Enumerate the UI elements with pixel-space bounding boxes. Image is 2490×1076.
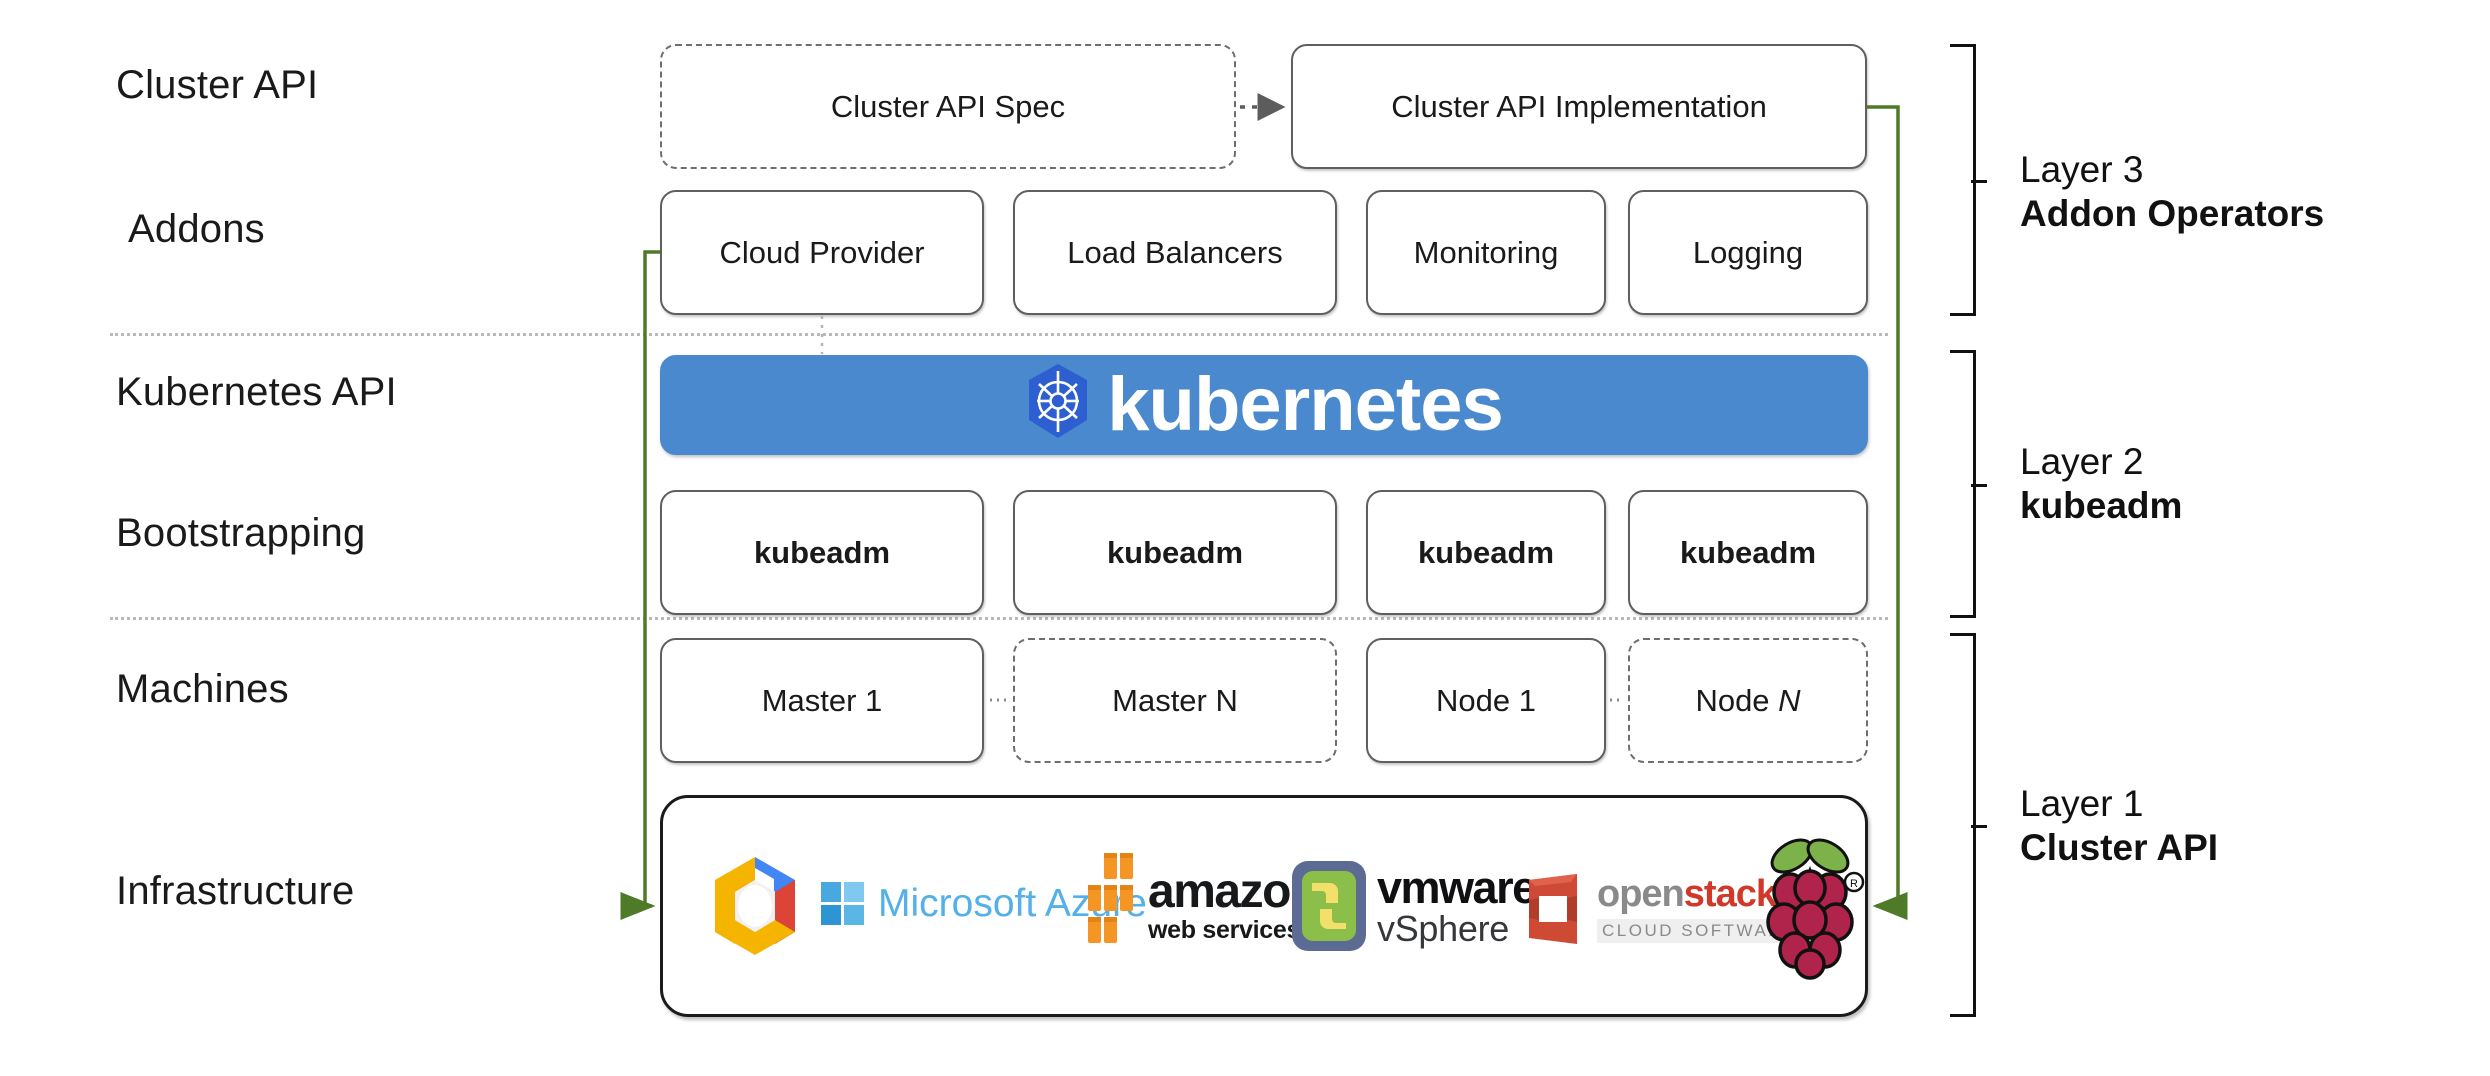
box-kubeadm-3[interactable]: kubeadm xyxy=(1366,490,1606,615)
kubernetes-helm-wheel-icon xyxy=(1025,362,1091,448)
box-cluster-api-implementation[interactable]: Cluster API Implementation xyxy=(1291,44,1867,169)
vsphere-sublabel: vSphere xyxy=(1377,907,1509,949)
amazon-sublabel: web services xyxy=(1148,915,1301,944)
layer-1-text: Layer 1 Cluster API xyxy=(2020,782,2218,869)
box-cluster-api-spec[interactable]: Cluster API Spec xyxy=(660,44,1236,169)
box-kubeadm-2[interactable]: kubeadm xyxy=(1013,490,1337,615)
bracket-layer-3 xyxy=(1950,44,1987,316)
box-addon-load-balancers[interactable]: Load Balancers xyxy=(1013,190,1337,315)
box-addon-monitoring[interactable]: Monitoring xyxy=(1366,190,1606,315)
layer-3-name: Addon Operators xyxy=(2020,192,2325,234)
box-machine-node-1[interactable]: Node 1 xyxy=(1366,638,1606,763)
layer-2-text: Layer 2 kubeadm xyxy=(2020,440,2182,527)
box-machine-master-1[interactable]: Master 1 xyxy=(660,638,984,763)
bracket-layer-2 xyxy=(1950,350,1987,618)
box-kubeadm-1[interactable]: kubeadm xyxy=(660,490,984,615)
layer-3-number: Layer 3 xyxy=(2020,149,2144,190)
row-label-infrastructure: Infrastructure xyxy=(116,869,355,913)
row-label-bootstrapping: Bootstrapping xyxy=(116,511,366,555)
row-label-addons: Addons xyxy=(128,207,265,251)
row-label-cluster-api: Cluster API xyxy=(116,63,319,107)
layer-2-name: kubeadm xyxy=(2020,484,2183,526)
row-label-machines: Machines xyxy=(116,667,289,711)
box-addon-cloud-provider[interactable]: Cloud Provider xyxy=(660,190,984,315)
box-addon-logging[interactable]: Logging xyxy=(1628,190,1868,315)
layer-2-number: Layer 2 xyxy=(2020,441,2144,482)
connector-implementation-to-infrastructure xyxy=(1867,105,1908,920)
openstack-sublabel: CLOUD SOFTWARE xyxy=(1597,919,1802,943)
machine-node-n-italic-n: N xyxy=(1778,682,1801,718)
vmware-label: vmware xyxy=(1377,861,1537,913)
separator-bootstrapping-machines xyxy=(110,617,1888,620)
box-machine-master-n[interactable]: Master N xyxy=(1013,638,1337,763)
raspberry-pi-logo: R xyxy=(1750,830,1870,982)
layer-3-text: Layer 3 Addon Operators xyxy=(2020,148,2324,235)
vmware-vsphere-logo: vmware vSphere xyxy=(1288,856,1537,956)
box-machine-node-n[interactable]: Node N xyxy=(1628,638,1868,763)
kubernetes-wordmark: kubernetes xyxy=(1107,362,1503,447)
connector-cloud-provider-to-infrastructure xyxy=(620,250,660,920)
amazon-web-services-logo: amazon web services xyxy=(1082,845,1319,965)
openstack-logo: openstack™ CLOUD SOFTWARE xyxy=(1519,864,1802,954)
box-kubeadm-4[interactable]: kubeadm xyxy=(1628,490,1868,615)
box-kubernetes[interactable]: kubernetes xyxy=(660,355,1868,455)
row-label-kubernetes-api: Kubernetes API xyxy=(116,370,397,414)
separator-addons-kubernetes xyxy=(110,333,1888,336)
google-cloud-platform-logo xyxy=(700,851,810,961)
layer-1-name: Cluster API xyxy=(2020,826,2219,868)
microsoft-azure-logo: Microsoft Azure xyxy=(818,873,1148,935)
microsoft-azure-label: Microsoft Azure xyxy=(878,882,1147,925)
layer-1-number: Layer 1 xyxy=(2020,783,2144,824)
amazon-label: amazon xyxy=(1148,864,1319,918)
bracket-layer-1 xyxy=(1950,633,1987,1017)
svg-text:R: R xyxy=(1850,878,1858,890)
